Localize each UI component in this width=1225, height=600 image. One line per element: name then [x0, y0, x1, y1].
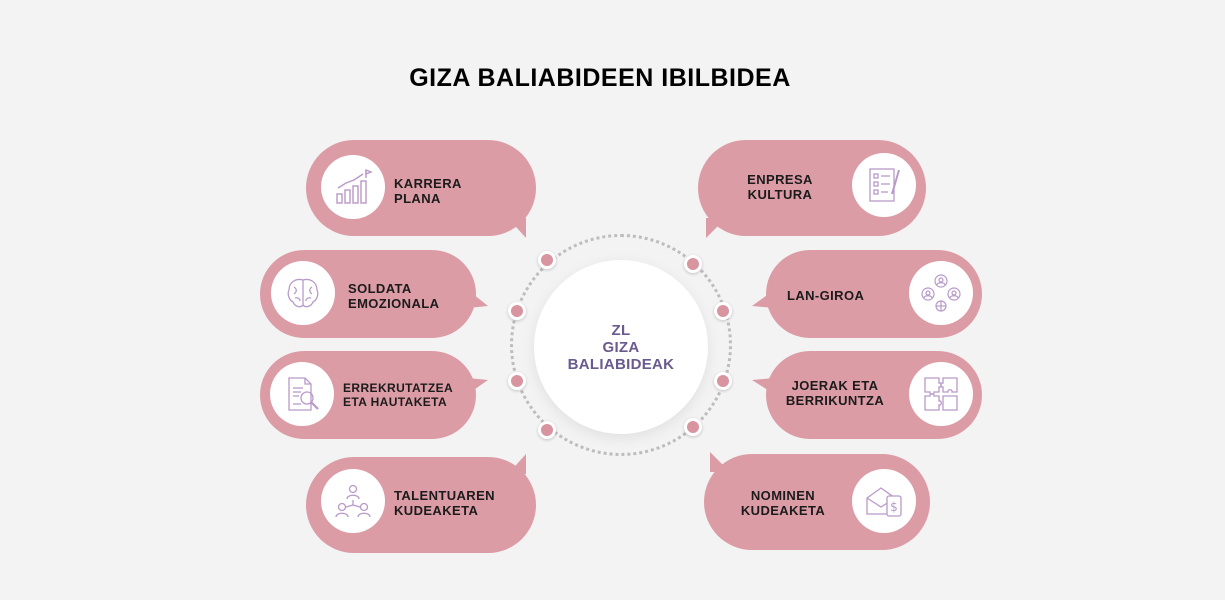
bubble-tail: [752, 378, 774, 394]
connector-dot: [684, 255, 702, 273]
connector-dot: [508, 302, 526, 320]
growth-chart-icon: [321, 155, 385, 219]
payroll-envelope-icon: $: [852, 469, 916, 533]
center-line: GIZA: [602, 338, 640, 356]
connector-dot: [684, 418, 702, 436]
bubble-tail: [752, 290, 774, 308]
center-line: ZL: [611, 321, 631, 339]
bubble-tail: [508, 218, 526, 238]
center-circle: ZL GIZA BALIABIDEAK: [534, 260, 708, 434]
bubble-tail: [468, 378, 488, 394]
dotted-ring: [510, 234, 732, 456]
svg-text:$: $: [890, 500, 898, 514]
puzzle-icon: [909, 362, 973, 426]
item-label: LAN-GIROA: [787, 288, 865, 303]
brain-icon: [271, 261, 335, 325]
connector-dot: [538, 251, 556, 269]
network-people-icon: [321, 469, 385, 533]
document-search-icon: [270, 362, 334, 426]
bubble-tail: [508, 454, 526, 474]
connector-dot: [714, 372, 732, 390]
bubble-tail: [706, 218, 726, 238]
checklist-icon: [852, 153, 916, 217]
connector-dot: [508, 372, 526, 390]
center-line: BALIABIDEAK: [567, 355, 675, 373]
page-title: GIZA BALIABIDEEN IBILBIDEA: [409, 64, 791, 92]
team-globe-icon: [909, 261, 973, 325]
connector-dot: [714, 302, 732, 320]
bubble-tail: [468, 290, 488, 308]
bubble-tail: [710, 452, 730, 472]
connector-dot: [538, 421, 556, 439]
